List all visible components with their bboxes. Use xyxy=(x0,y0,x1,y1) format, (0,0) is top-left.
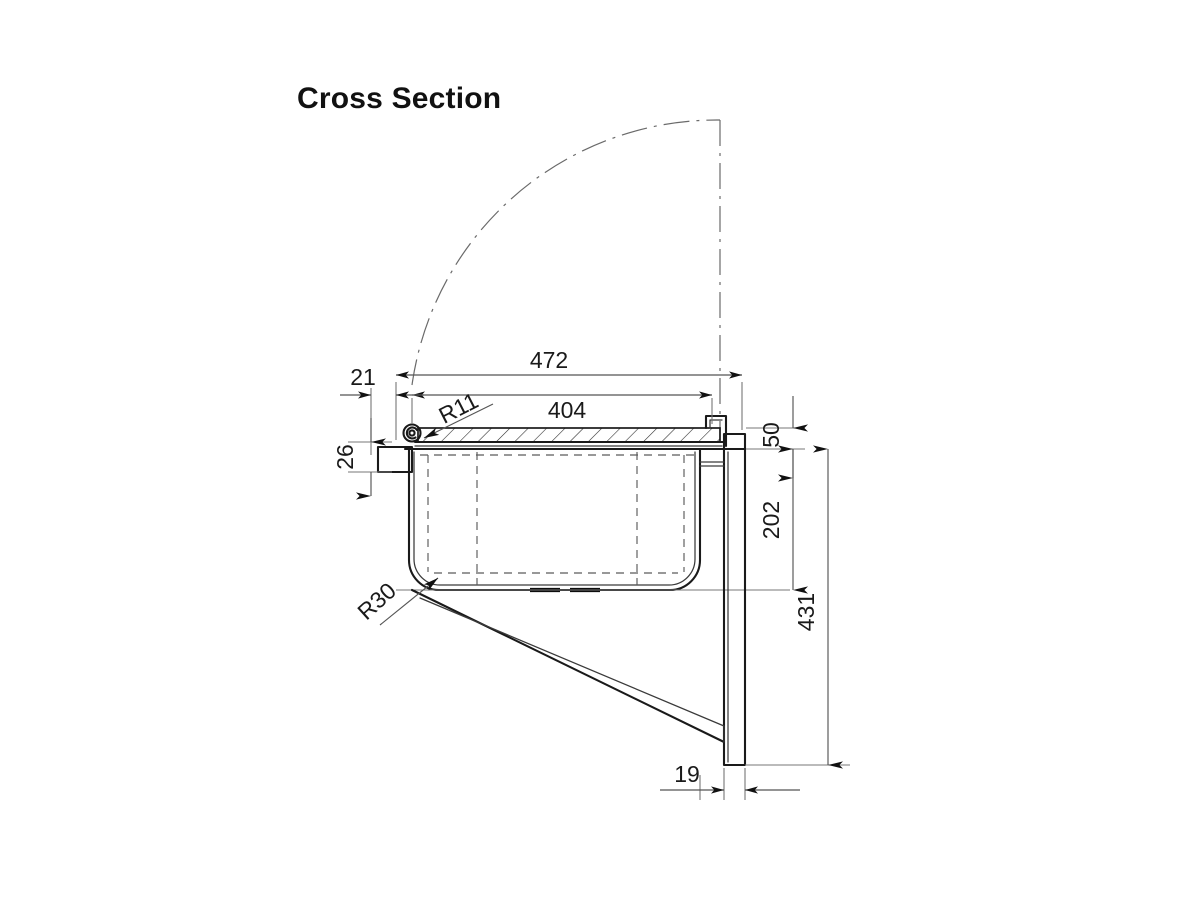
r30-leader-line xyxy=(379,577,439,626)
dimension-lid-to-rim: 50 xyxy=(746,396,808,482)
bracket-diagonal-brace-inner xyxy=(419,597,725,727)
dim26-label: 26 xyxy=(332,444,358,470)
lid-right-lip xyxy=(704,414,728,448)
bracket-diagonal-brace xyxy=(410,588,726,744)
hinge-outer-circle xyxy=(402,423,422,443)
lid-swing-arc-group xyxy=(411,119,721,440)
dimension-rim-height: 26 xyxy=(332,418,392,500)
lid-assembly xyxy=(402,414,728,448)
r11-label: R11 xyxy=(434,387,482,429)
dim404-label: 404 xyxy=(548,397,587,423)
dimension-overall-width: 472 xyxy=(395,347,743,440)
page-title: Cross Section xyxy=(297,82,501,115)
hinge-detail xyxy=(402,423,422,443)
r11-leader-line xyxy=(423,403,494,439)
r30-label: R30 xyxy=(352,577,401,625)
dim472-label: 472 xyxy=(530,347,568,373)
lid-swing-arc xyxy=(411,119,721,386)
dim19-label: 19 xyxy=(674,761,700,787)
dim431-label: 431 xyxy=(793,593,819,631)
hinge-spiral xyxy=(405,426,419,440)
bowl-assembly xyxy=(396,447,790,593)
dim21-label: 21 xyxy=(350,364,376,390)
left-wall-mount-block xyxy=(376,445,414,474)
lid-right-lip-inner xyxy=(709,419,723,429)
wall-mount-rect xyxy=(376,445,414,474)
dimension-bracket-thickness: 19 xyxy=(660,761,800,794)
hinge-pin xyxy=(408,429,416,437)
dim50-label: 50 xyxy=(758,422,784,448)
bowl-outer-profile xyxy=(407,447,702,592)
dim202-label: 202 xyxy=(758,501,784,539)
bracket-assembly xyxy=(410,432,850,800)
bowl-inner-profile xyxy=(413,451,696,586)
bracket-wall-plate xyxy=(722,432,747,767)
dimension-bowl-depth: 202 xyxy=(758,445,808,594)
lid-hatched-plate xyxy=(417,427,721,443)
radius-bowl-corner: R30 xyxy=(352,577,439,626)
dimension-overall-height: 431 xyxy=(793,445,843,769)
dimension-bowl-width: 404 xyxy=(411,391,713,424)
